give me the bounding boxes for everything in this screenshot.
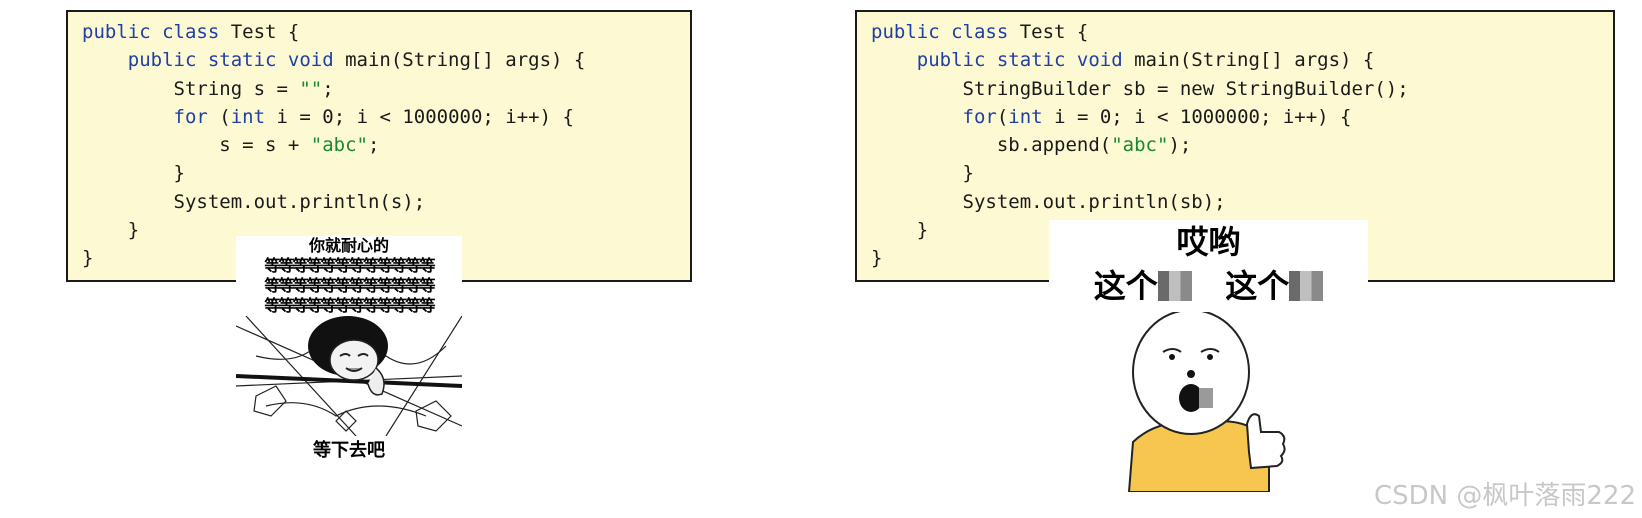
keyword: public static void — [127, 49, 334, 72]
keyword: for — [962, 105, 997, 128]
indent — [82, 219, 128, 241]
meme-phrase: 这个 — [1225, 267, 1290, 305]
code-text: ( — [207, 105, 231, 128]
keyword: public static void — [916, 49, 1123, 72]
code-line: for(int i = 0; i < 1000000; i++) { — [871, 103, 1599, 131]
string-literal: "abc" — [1111, 134, 1169, 157]
code-text: } — [127, 219, 140, 242]
keyword: int — [1008, 105, 1043, 128]
keyword: public class — [871, 21, 1009, 43]
code-line: public class Test { — [82, 18, 676, 46]
code-text: main(String[] args) { — [1122, 49, 1375, 72]
code-line: System.out.println(s); — [82, 188, 676, 216]
wait-row: 等等等等等等等等等等等等 — [264, 276, 435, 295]
string-literal: "" — [299, 77, 323, 100]
code-line: } — [871, 159, 1599, 187]
meme-praise-line: 这个 这个 — [1049, 266, 1368, 306]
meme-character-face — [308, 316, 388, 396]
code-line: for (int i = 0; i < 1000000; i++) { — [82, 103, 676, 131]
cobweb-cartoon-illustration — [236, 316, 462, 436]
code-text: System.out.println(s); — [173, 190, 426, 213]
csdn-watermark: CSDN @枫叶落雨222 — [1373, 481, 1636, 511]
indent — [82, 106, 174, 128]
indent — [871, 219, 917, 241]
code-text: i = 0; i < 1000000; i++) { — [265, 105, 574, 128]
wait-row: 等等等等等等等等等等等等 — [264, 256, 435, 275]
indent — [871, 191, 963, 213]
code-text: } — [173, 162, 185, 185]
code-text: StringBuilder sb = new StringBuilder(); — [962, 77, 1409, 100]
code-text: s = s + — [219, 134, 311, 157]
indent — [871, 49, 917, 71]
code-text: main(String[] args) { — [333, 49, 586, 72]
indent — [82, 134, 219, 156]
code-text: ); — [1168, 134, 1192, 157]
code-line: public static void main(String[] args) { — [871, 46, 1599, 74]
code-line: String s = ""; — [82, 75, 676, 103]
indent — [82, 162, 174, 184]
code-text: } — [962, 162, 974, 185]
code-line: StringBuilder sb = new StringBuilder(); — [871, 75, 1599, 103]
code-line: } — [82, 216, 676, 244]
meme-phrase: 这个 — [1093, 267, 1158, 305]
pixelated-censor — [1157, 271, 1192, 301]
code-text: } — [871, 247, 883, 270]
code-text: String s = — [173, 77, 300, 100]
meme-wait-sticker: 你就耐心的 等等等等等等等等等等等等 等等等等等等等等等等等等 等等等等等等等等… — [236, 236, 462, 464]
code-line: s = s + "abc"; — [82, 131, 676, 159]
indent — [82, 49, 128, 71]
code-text: ( — [996, 105, 1009, 128]
string-literal: "abc" — [310, 134, 368, 157]
code-text: sb.append( — [996, 134, 1112, 157]
code-line: } — [871, 244, 1599, 272]
code-text: Test { — [1008, 21, 1089, 43]
indent — [871, 106, 963, 128]
code-text: ; — [322, 77, 334, 100]
indent — [82, 191, 174, 213]
code-text: Test { — [219, 21, 300, 43]
pixelated-censor — [1289, 271, 1324, 301]
meme-wait-text-grid: 等等等等等等等等等等等等 等等等等等等等等等等等等 等等等等等等等等等等等等 — [236, 256, 462, 316]
code-line: sb.append("abc"); — [871, 131, 1599, 159]
indent — [82, 78, 174, 100]
code-text: } — [82, 247, 94, 270]
code-line: public static void main(String[] args) { — [82, 46, 676, 74]
indent — [871, 134, 997, 156]
code-text: ; — [368, 134, 380, 157]
code-line: } — [82, 159, 676, 187]
code-text: } — [916, 219, 929, 242]
code-line: public class Test { — [871, 18, 1599, 46]
wait-row: 等等等等等等等等等等等等 — [264, 296, 435, 315]
keyword: int — [230, 105, 266, 128]
meme-thumbs-up-sticker: 哎哟 这个 这个 — [1049, 220, 1368, 495]
keyword: public class — [82, 21, 220, 43]
meme-title: 哎哟 — [1176, 223, 1241, 261]
indent — [871, 162, 963, 184]
code-line: } — [871, 216, 1599, 244]
code-line: } — [82, 244, 676, 272]
meme-caption-bottom: 等下去吧 — [313, 440, 385, 461]
indent — [871, 78, 963, 100]
thumbs-up-cartoon-illustration — [1127, 312, 1286, 492]
keyword: for — [173, 105, 208, 128]
code-text: i = 0; i < 1000000; i++) { — [1042, 105, 1352, 128]
code-line: System.out.println(sb); — [871, 188, 1599, 216]
code-text: System.out.println(sb); — [962, 190, 1226, 213]
meme-caption-top: 你就耐心的 — [308, 236, 389, 255]
